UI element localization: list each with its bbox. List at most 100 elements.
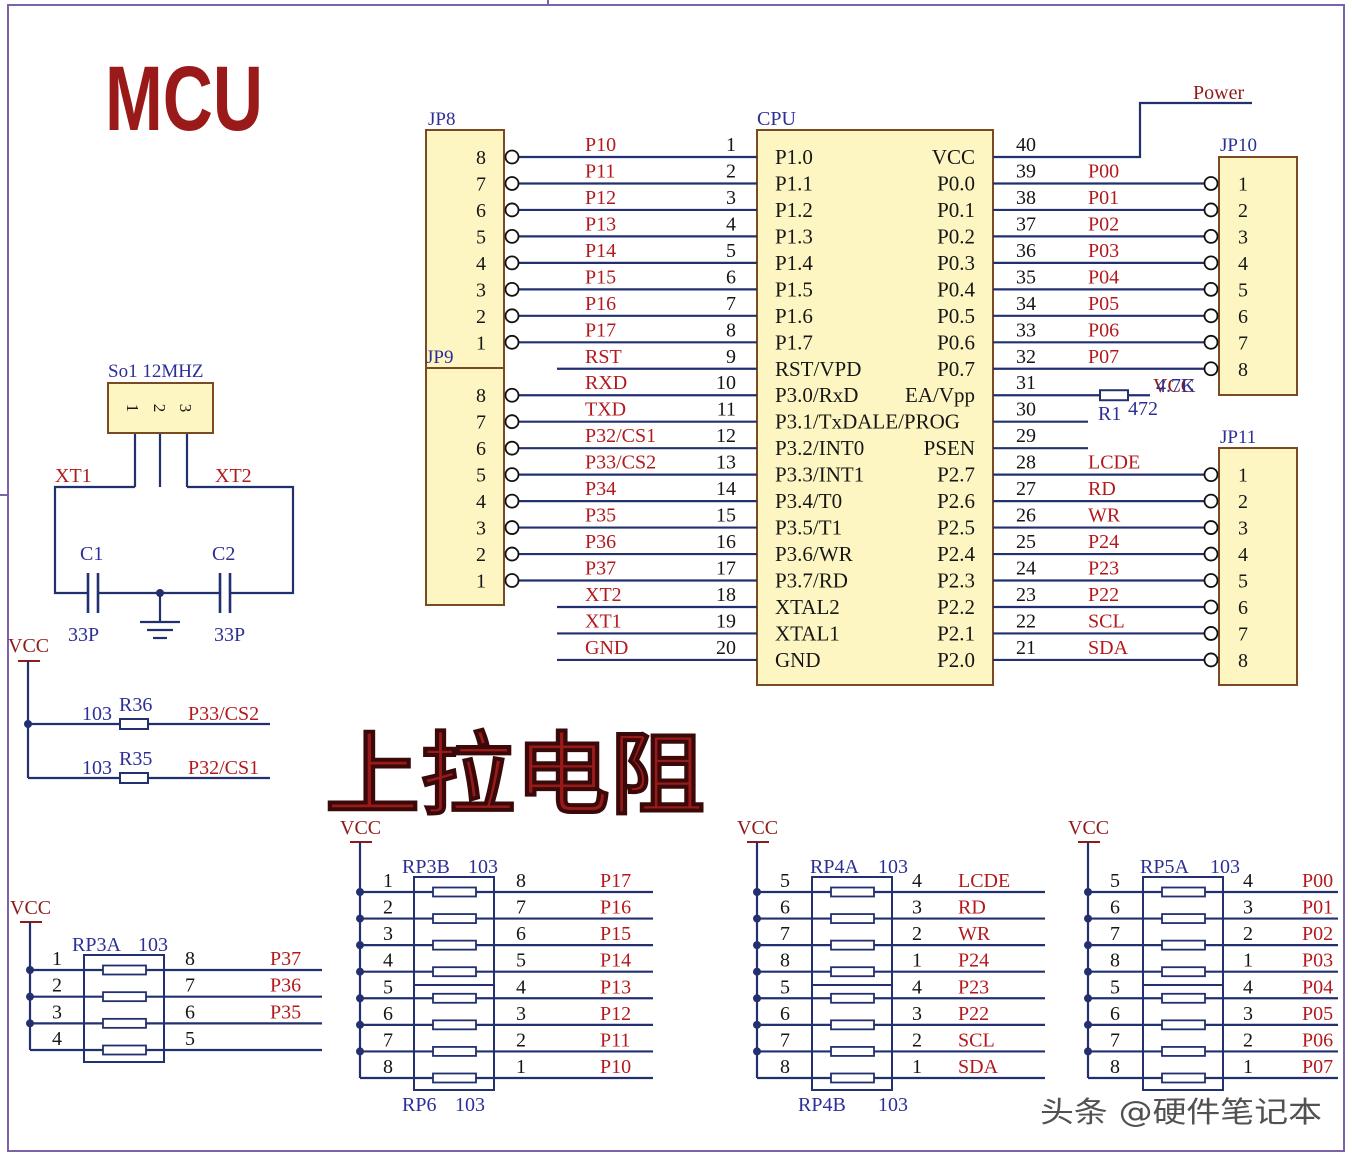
bank-pin-number: 2: [1243, 923, 1253, 945]
cpu-pin-number: 8: [726, 319, 736, 341]
connector-pin-terminal: [1203, 361, 1219, 377]
bank-pin-number: 6: [780, 897, 790, 919]
connector-pin-number: 4: [476, 253, 486, 275]
bank-pin-number: 8: [185, 948, 195, 970]
resistor-ref: R36: [119, 694, 152, 716]
bank-pin-number: 8: [1110, 950, 1120, 972]
resistor-element: [830, 939, 875, 951]
resistor-array-ref: RP6: [402, 1094, 436, 1116]
connector-pin-terminal: [1203, 493, 1219, 509]
cpu-pin-name: P2.4: [937, 542, 975, 566]
bank-pin-number: 3: [1243, 897, 1253, 919]
net-label: P16: [600, 897, 631, 919]
cpu-pin-number: 26: [1016, 505, 1036, 527]
net-label: P01: [1302, 897, 1333, 919]
cpu-pin-number: 6: [726, 266, 736, 288]
ground-symbol: [140, 620, 180, 640]
bank-pin-number: 8: [780, 950, 790, 972]
connector-pin-terminal: [504, 229, 520, 244]
crystal-body: [107, 382, 214, 434]
net-label: P35: [585, 505, 616, 527]
connector-pin-number: 4: [476, 491, 486, 513]
junction-dot: [356, 914, 364, 923]
cpu-pin-name: P3.4/T0: [775, 489, 842, 513]
cpu-pin-number: 4: [726, 213, 736, 235]
bank-pin-number: 4: [383, 950, 393, 972]
bank-pin-number: 3: [52, 1001, 62, 1023]
cpu-pin-name: P3.5/T1: [775, 516, 842, 540]
connector-pin-number: 5: [1238, 279, 1248, 301]
resistor-element: [432, 1072, 477, 1084]
net-label: P02: [1302, 923, 1333, 945]
connector-pin-number: 8: [476, 147, 486, 169]
net-label: P37: [270, 948, 301, 970]
cpu-pin-name: PSEN: [924, 436, 975, 460]
cpu-pin-number: 11: [717, 399, 736, 421]
resistor-array-body: [811, 983, 893, 1091]
net-label: P17: [600, 870, 631, 892]
resistor-element: [1161, 886, 1206, 898]
resistor-element: [102, 991, 147, 1003]
net-label: P35: [270, 1001, 301, 1023]
junction-dot: [1084, 914, 1092, 923]
supply-label: VCC: [1153, 375, 1194, 397]
connector-pin-number: 8: [1238, 359, 1248, 381]
bank-pin-number: 1: [1243, 950, 1253, 972]
supply-label: VCC: [1068, 817, 1109, 839]
bank-pin-number: 2: [383, 897, 393, 919]
net-label: P04: [1088, 266, 1119, 288]
cpu-pin-number: 28: [1016, 452, 1036, 474]
cpu-label: CPU: [757, 108, 796, 130]
cpu-pin-number: 18: [716, 584, 736, 606]
net-label: P16: [585, 293, 616, 315]
junction-dot: [26, 1019, 34, 1028]
cpu-pin-name: GND: [775, 648, 821, 672]
junction-dot: [1084, 1020, 1092, 1029]
cpu-pin-number: 21: [1016, 637, 1036, 659]
resistor-ref: R1: [1098, 403, 1121, 425]
cpu-pin-number: 23: [1016, 584, 1036, 606]
connector-pin-terminal: [504, 546, 520, 562]
resistor-array-value: 103: [468, 856, 498, 878]
net-label: P23: [958, 976, 989, 998]
net-label: P11: [585, 160, 615, 182]
connector-pin-number: 3: [476, 518, 486, 540]
resistor-element: [102, 964, 147, 976]
net-label: P33/CS2: [188, 703, 259, 725]
resistor-element: [432, 992, 477, 1004]
net-label: P04: [1302, 976, 1333, 998]
connector-label: JP9: [426, 347, 453, 368]
resistor-array-ref: RP3B: [402, 856, 450, 878]
bank-pin-number: 5: [383, 976, 393, 998]
cpu-pin-number: 40: [1016, 134, 1036, 156]
resistor-element: [830, 1046, 875, 1057]
bank-pin-number: 1: [383, 870, 393, 892]
cpu-pin-number: 30: [1016, 399, 1036, 421]
connector-pin-number: 4: [1238, 253, 1248, 275]
resistor-array-value: 103: [878, 856, 908, 878]
connector-body: [1218, 447, 1298, 686]
connector-pin-number: 3: [476, 279, 486, 301]
junction-dot: [753, 1020, 761, 1029]
cpu-pin-number: 35: [1016, 266, 1036, 288]
bank-pin-number: 6: [185, 1001, 195, 1023]
junction-dot: [356, 1020, 364, 1029]
connector-pin-number: 3: [1238, 226, 1248, 248]
junction-dot: [753, 994, 761, 1003]
resistor-element: [830, 886, 875, 898]
net-label: RD: [958, 897, 986, 919]
net-label: P13: [600, 976, 631, 998]
cpu-pin-name: P0.6: [937, 330, 975, 354]
connector-pin-number: 7: [476, 173, 486, 195]
net-label: P24: [958, 950, 989, 972]
connector-pin-number: 7: [476, 412, 486, 434]
supply-label: VCC: [10, 897, 51, 919]
crystal-label: So1 12MHZ: [108, 361, 204, 382]
connector-label: JP8: [428, 109, 455, 130]
bank-pin-number: 4: [1243, 976, 1253, 998]
connector-body: [1218, 156, 1298, 396]
